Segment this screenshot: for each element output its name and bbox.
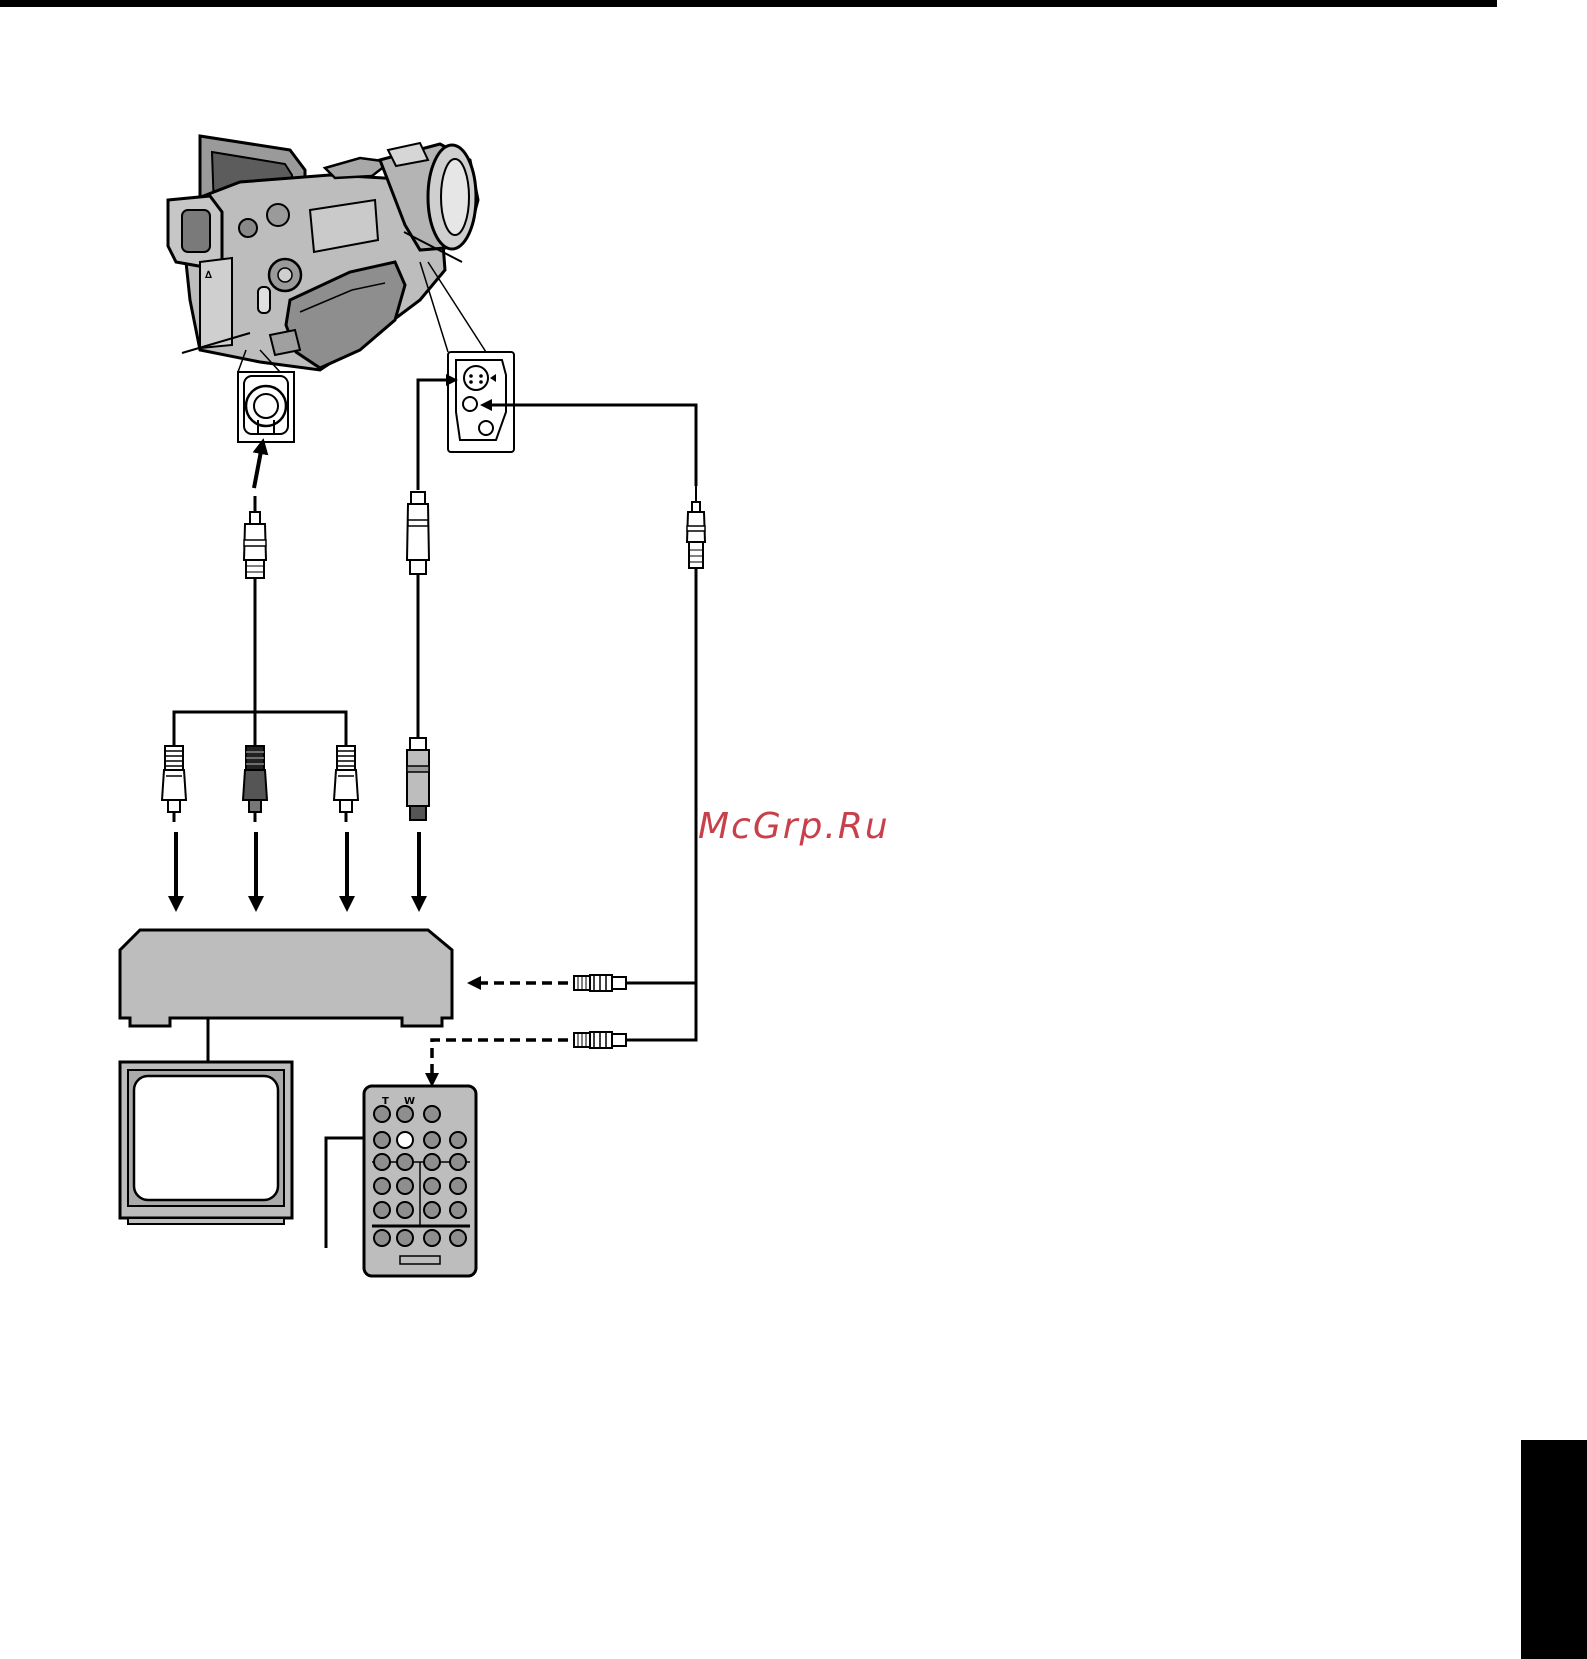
remote-button bbox=[374, 1230, 390, 1246]
remote-button bbox=[450, 1132, 466, 1148]
remote-button bbox=[450, 1202, 466, 1218]
remote-button bbox=[374, 1202, 390, 1218]
remote-button bbox=[397, 1132, 413, 1148]
remote-button bbox=[374, 1178, 390, 1194]
remote-button bbox=[397, 1154, 413, 1170]
remote-button bbox=[424, 1154, 440, 1170]
remote-control: T W bbox=[364, 1086, 476, 1276]
rca-plug-white bbox=[162, 746, 186, 822]
camcorder: ∆ bbox=[168, 136, 478, 370]
remote-button bbox=[374, 1132, 390, 1148]
remote-button bbox=[424, 1178, 440, 1194]
remote-button bbox=[424, 1106, 440, 1122]
remote-button bbox=[450, 1230, 466, 1246]
remote-button bbox=[397, 1230, 413, 1246]
s-video-plug-top bbox=[407, 492, 429, 574]
remote-button bbox=[397, 1202, 413, 1218]
s-video-plug-bottom bbox=[407, 738, 429, 820]
av-cable-plug bbox=[687, 486, 705, 568]
av-jack-inset bbox=[448, 352, 514, 452]
edit-cable-plug-2 bbox=[574, 1032, 646, 1048]
remote-button bbox=[397, 1106, 413, 1122]
remote-button bbox=[424, 1202, 440, 1218]
remote-button bbox=[424, 1230, 440, 1246]
remote-button bbox=[374, 1154, 390, 1170]
dv-cable-plug bbox=[244, 496, 266, 578]
rca-plug-yellow bbox=[334, 746, 358, 822]
edit-cable-plug-1 bbox=[574, 975, 646, 991]
remote-button bbox=[450, 1154, 466, 1170]
watermark-text: McGrp.Ru bbox=[698, 806, 890, 847]
remote-button bbox=[397, 1178, 413, 1194]
remote-button bbox=[450, 1178, 466, 1194]
svg-text:∆: ∆ bbox=[205, 270, 212, 281]
rca-plug-red bbox=[243, 746, 267, 822]
dv-jack-inset bbox=[238, 372, 294, 442]
remote-button bbox=[424, 1132, 440, 1148]
tv bbox=[120, 1062, 292, 1224]
remote-button bbox=[374, 1106, 390, 1122]
vcr bbox=[120, 930, 452, 1026]
